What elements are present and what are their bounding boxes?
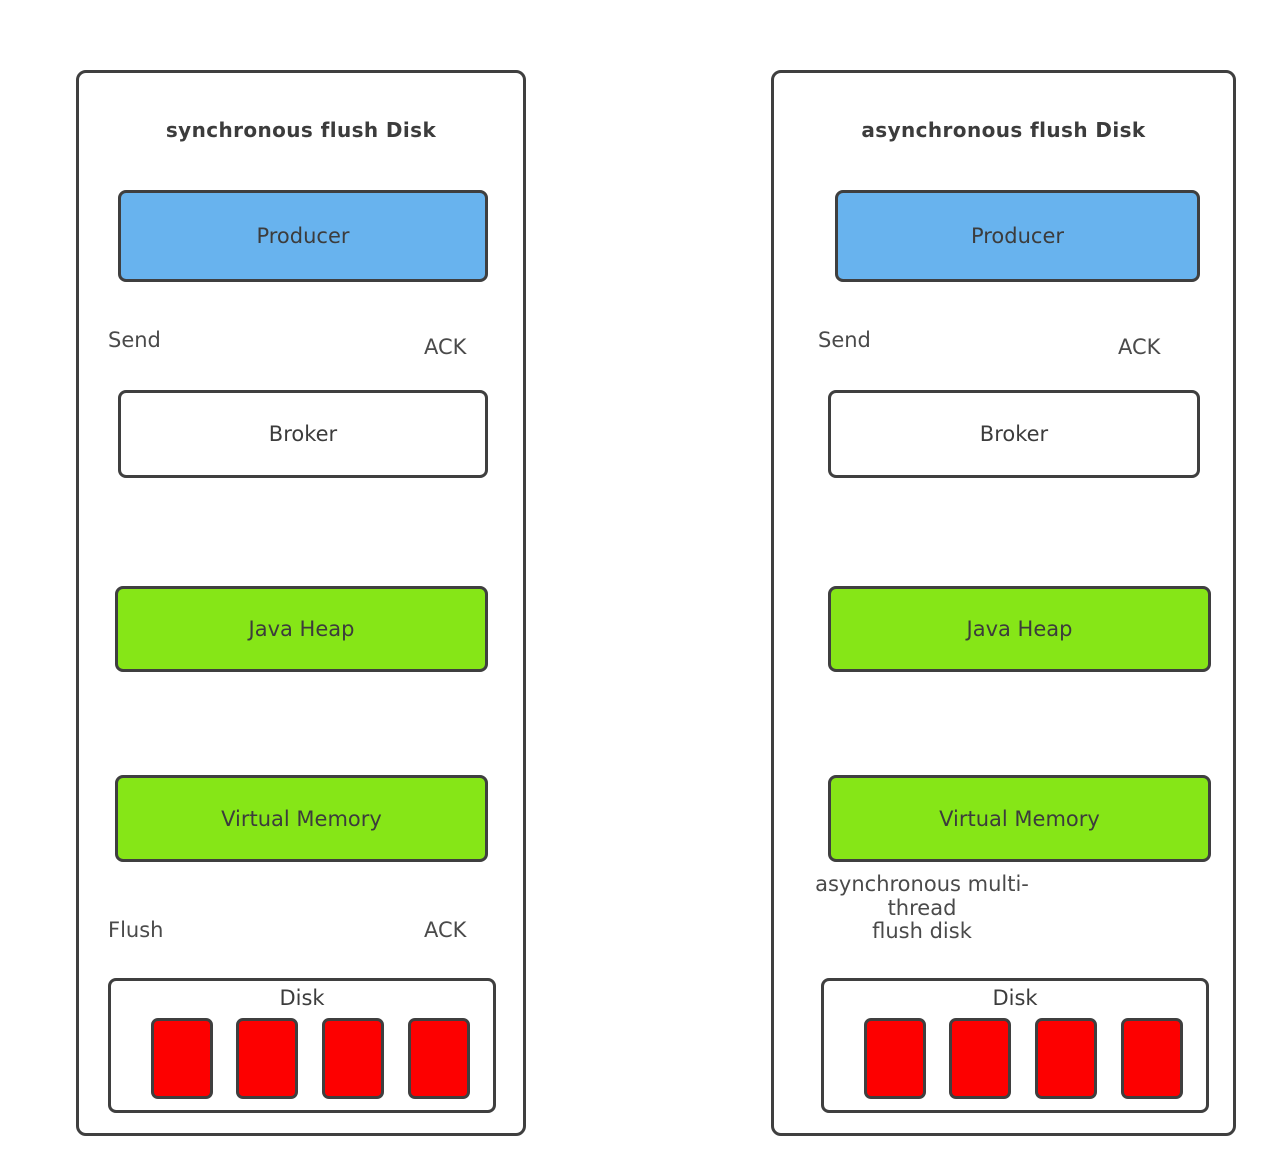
node-label: Broker [979, 422, 1049, 446]
panel-asynchronous-flush: asynchronous flush Disk Producer Broker … [771, 70, 1236, 1136]
node-virtual-memory-async[interactable]: Virtual Memory [828, 775, 1211, 862]
edge-label-send-async: Send [818, 328, 871, 352]
panel-synchronous-flush: synchronous flush Disk Producer Broker J… [76, 70, 526, 1136]
disk-block [864, 1018, 926, 1099]
disk-block [322, 1018, 384, 1099]
node-disk-sync[interactable]: Disk [108, 978, 496, 1113]
disk-block [408, 1018, 470, 1099]
async-flush-note-line3: flush disk [872, 919, 972, 944]
node-java-heap-sync[interactable]: Java Heap [115, 586, 488, 672]
node-label: Broker [268, 422, 338, 446]
edge-label-ack-top-sync: ACK [424, 335, 467, 359]
node-producer-async[interactable]: Producer [835, 190, 1200, 282]
edge-label-flush-sync: Flush [108, 918, 164, 942]
async-flush-note-line2: thread [887, 895, 957, 920]
disk-block [1121, 1018, 1183, 1099]
node-java-heap-async[interactable]: Java Heap [828, 586, 1211, 672]
disk-block [949, 1018, 1011, 1099]
node-producer-sync[interactable]: Producer [118, 190, 488, 282]
node-virtual-memory-sync[interactable]: Virtual Memory [115, 775, 488, 862]
disk-block [151, 1018, 213, 1099]
disk-label: Disk [279, 986, 325, 1010]
node-disk-async[interactable]: Disk [821, 978, 1209, 1113]
disk-label: Disk [992, 986, 1038, 1010]
node-broker-async[interactable]: Broker [828, 390, 1200, 478]
node-label: Virtual Memory [221, 806, 382, 831]
edge-label-send-sync: Send [108, 328, 161, 352]
node-label: Producer [256, 224, 350, 248]
async-flush-note: asynchronous multi- thread flush disk [782, 872, 1062, 944]
node-label: Virtual Memory [939, 806, 1100, 831]
panel-title-asynchronous: asynchronous flush Disk [861, 118, 1146, 142]
disk-block [1035, 1018, 1097, 1099]
panel-title-synchronous: synchronous flush Disk [165, 118, 437, 142]
edge-label-ack-bottom-sync: ACK [424, 918, 467, 942]
node-label: Java Heap [248, 617, 355, 641]
async-flush-note-line1: asynchronous multi- [815, 872, 1029, 896]
disk-block [236, 1018, 298, 1099]
node-label: Java Heap [966, 617, 1073, 641]
node-broker-sync[interactable]: Broker [118, 390, 488, 478]
edge-label-ack-top-async: ACK [1118, 335, 1161, 359]
node-label: Producer [970, 224, 1065, 248]
